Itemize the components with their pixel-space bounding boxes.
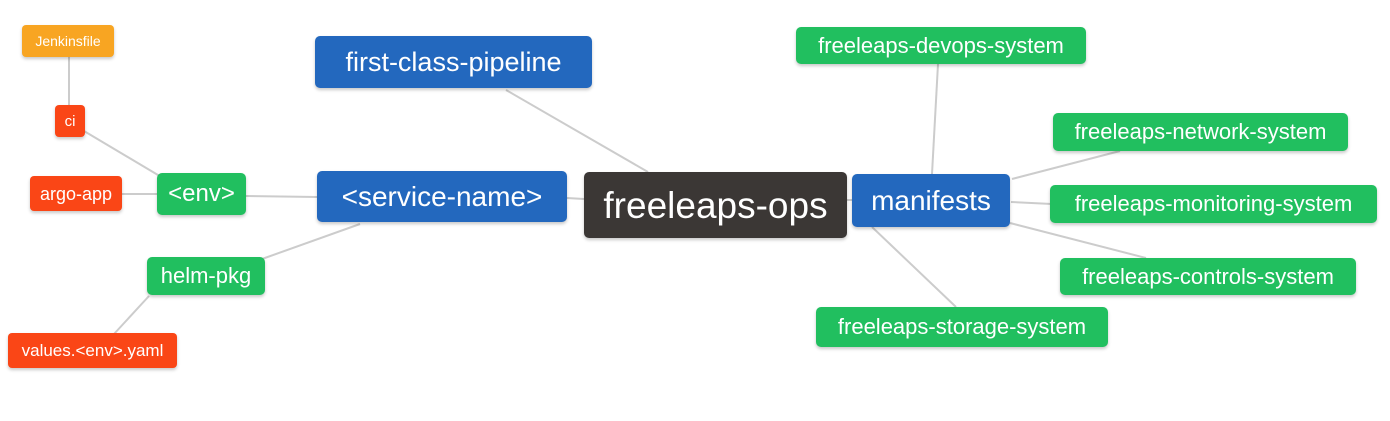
node-freeleaps-storage-system[interactable]: freeleaps-storage-system xyxy=(816,307,1108,347)
node-helm-pkg[interactable]: helm-pkg xyxy=(147,257,265,295)
node-service-name[interactable]: <service-name> xyxy=(317,171,567,222)
node-freeleaps-controls-system[interactable]: freeleaps-controls-system xyxy=(1060,258,1356,295)
edge-manifests-storage xyxy=(871,226,957,308)
node-argo-app[interactable]: argo-app xyxy=(30,176,122,211)
edge-ci-env xyxy=(83,130,164,179)
node-env[interactable]: <env> xyxy=(157,173,246,215)
edge-service-name-helm-pkg xyxy=(261,223,361,260)
node-jenkinsfile[interactable]: Jenkinsfile xyxy=(22,25,114,57)
node-freeleaps-devops-system[interactable]: freeleaps-devops-system xyxy=(796,27,1086,64)
edge-manifests-devops xyxy=(931,63,939,175)
node-freeleaps-ops-root[interactable]: freeleaps-ops xyxy=(584,172,847,238)
edge-helm-pkg-values xyxy=(113,295,150,335)
node-first-class-pipeline[interactable]: first-class-pipeline xyxy=(315,36,592,88)
node-ci[interactable]: ci xyxy=(55,105,85,137)
edge-pipeline-ops xyxy=(505,89,649,173)
node-manifests[interactable]: manifests xyxy=(852,174,1010,227)
edge-env-service-name xyxy=(245,195,318,198)
node-freeleaps-monitoring-system[interactable]: freeleaps-monitoring-system xyxy=(1050,185,1377,223)
node-freeleaps-network-system[interactable]: freeleaps-network-system xyxy=(1053,113,1348,151)
edge-service-name-ops xyxy=(566,197,585,200)
edge-manifests-controls xyxy=(1009,222,1147,259)
node-values-env-yaml[interactable]: values.<env>.yaml xyxy=(8,333,177,368)
edge-manifests-monitoring xyxy=(1010,201,1053,205)
edge-manifests-network xyxy=(1011,150,1121,180)
